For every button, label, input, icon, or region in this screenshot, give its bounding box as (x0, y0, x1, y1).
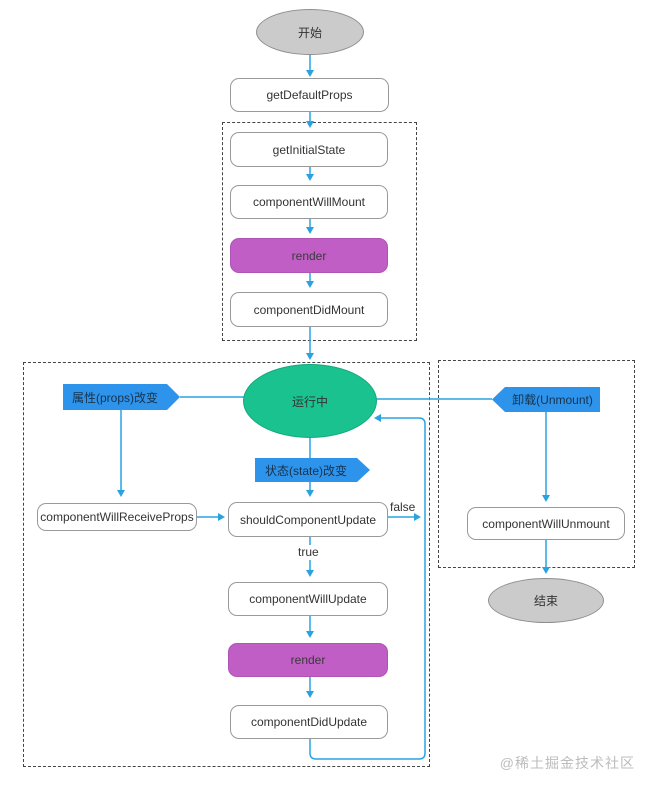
render-mount-node: render (230, 238, 388, 273)
state-change-label: 状态(state)改变 (264, 463, 347, 478)
get-default-props-node: getDefaultProps (230, 78, 389, 112)
component-will-unmount-label: componentWillUnmount (482, 516, 610, 531)
component-will-unmount-node: componentWillUnmount (467, 507, 625, 540)
running-label: 运行中 (291, 394, 328, 409)
unmount-phase-frame (438, 360, 635, 568)
component-will-update-label: componentWillUpdate (249, 592, 367, 606)
state-change-flag: 状态(state)改变 (255, 458, 370, 482)
component-did-update-node: componentDidUpdate (230, 705, 388, 739)
unmount-flag: 卸载(Unmount) (492, 387, 600, 412)
component-will-receive-props-label: componentWillReceiveProps (40, 510, 194, 524)
component-did-update-label: componentDidUpdate (250, 715, 368, 729)
end-node: 结束 (488, 578, 604, 623)
render-update-node: render (228, 643, 388, 677)
false-branch-label: false (390, 500, 416, 514)
update-phase-frame (23, 362, 430, 767)
watermark: @稀土掘金技术社区 (499, 755, 635, 771)
props-change-label: 属性(props)改变 (71, 390, 158, 405)
running-node: 运行中 (243, 364, 377, 438)
mount-phase-frame (222, 122, 417, 341)
render-update-label: render (290, 653, 326, 667)
get-initial-state-label: getInitialState (272, 142, 346, 157)
unmount-label: 卸载(Unmount) (512, 393, 593, 407)
component-will-update-node: componentWillUpdate (228, 582, 388, 616)
should-component-update-label: shouldComponentUpdate (239, 512, 377, 527)
component-will-receive-props-node: componentWillReceiveProps (37, 503, 197, 531)
component-will-mount-label: componentWillMount (252, 195, 366, 209)
start-node: 开始 (256, 9, 364, 55)
component-did-mount-label: componentDidMount (253, 302, 365, 317)
render-mount-label: render (291, 248, 327, 263)
get-initial-state-node: getInitialState (230, 132, 388, 167)
component-did-mount-node: componentDidMount (230, 292, 388, 327)
true-branch-label: true (298, 545, 319, 559)
end-label: 结束 (533, 594, 558, 608)
should-component-update-node: shouldComponentUpdate (228, 502, 388, 537)
get-default-props-label: getDefaultProps (266, 88, 353, 102)
component-will-mount-node: componentWillMount (230, 185, 388, 219)
start-label: 开始 (297, 25, 322, 40)
props-change-flag: 属性(props)改变 (63, 384, 180, 410)
